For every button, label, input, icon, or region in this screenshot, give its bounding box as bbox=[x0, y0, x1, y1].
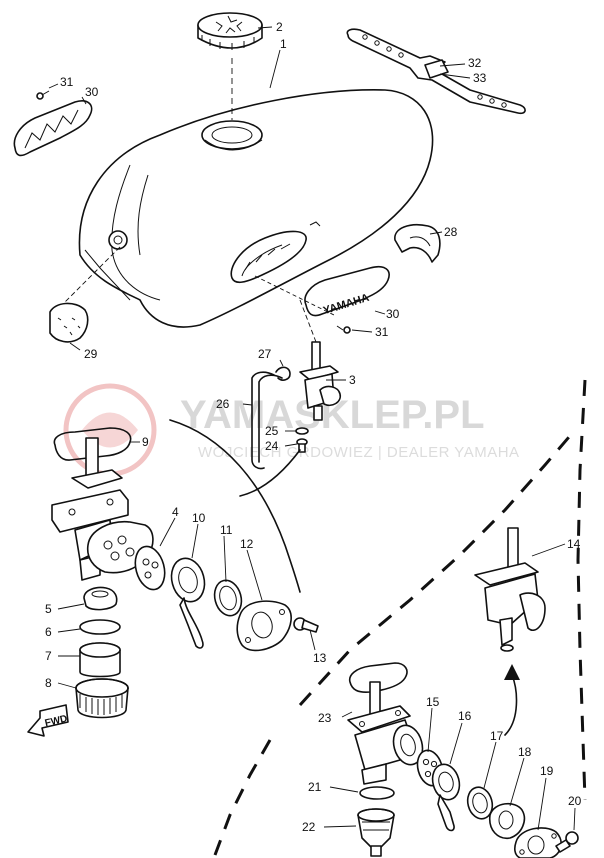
part-label-14: 14 bbox=[567, 537, 581, 551]
part-label-31a: 31 bbox=[60, 75, 74, 89]
part-label-23: 23 bbox=[318, 711, 332, 725]
hose-return-line bbox=[239, 449, 301, 497]
plate-18 bbox=[488, 802, 526, 840]
part-label-10: 10 bbox=[192, 511, 206, 525]
emblem-left bbox=[13, 100, 93, 157]
emblem-right: YAMAHA bbox=[304, 265, 390, 317]
fuel-tank bbox=[78, 89, 434, 328]
fuel-hose-26 bbox=[251, 371, 283, 470]
watermark-dealer: WOJCIECH GRDOWIEZ | DEALER YAMAHA bbox=[198, 444, 520, 461]
part-label-21: 21 bbox=[308, 780, 322, 794]
fwd-arrow-icon: FWD bbox=[27, 704, 69, 737]
o-ring-23 bbox=[348, 662, 408, 693]
fuel-cock-3 bbox=[299, 341, 342, 421]
assembly-arrowhead-icon bbox=[504, 664, 520, 680]
sediment-cup-22 bbox=[357, 808, 395, 857]
part-label-5: 5 bbox=[45, 602, 52, 616]
fuel-cock-assembly-14 bbox=[474, 527, 546, 652]
part-label-18: 18 bbox=[518, 745, 532, 759]
part-label-20: 20 bbox=[568, 794, 582, 808]
hose-clip-27 bbox=[275, 366, 291, 381]
fwd-label: FWD bbox=[44, 713, 69, 729]
lever-plate-19 bbox=[514, 827, 562, 858]
part-label-26: 26 bbox=[216, 397, 230, 411]
leader-lines bbox=[48, 26, 576, 831]
part-label-11: 11 bbox=[220, 523, 233, 537]
part-label-29: 29 bbox=[84, 347, 98, 361]
part-label-12: 12 bbox=[240, 537, 254, 551]
lever-16 bbox=[431, 763, 461, 832]
emblem-screw-right bbox=[336, 325, 351, 334]
part-label-6: 6 bbox=[45, 625, 52, 639]
section-boundary-line bbox=[169, 419, 301, 593]
screw-13 bbox=[293, 617, 319, 633]
part-label-19: 19 bbox=[540, 764, 554, 778]
fuel-cap bbox=[197, 12, 263, 50]
part-label-2: 2 bbox=[276, 20, 283, 34]
fuel-cock-body-right bbox=[347, 681, 424, 785]
part-label-8: 8 bbox=[45, 676, 52, 690]
assembly-arrow bbox=[504, 674, 518, 736]
part-label-7: 7 bbox=[45, 649, 52, 663]
lever-10 bbox=[170, 557, 206, 649]
screw-20 bbox=[555, 831, 579, 853]
lever-plate-12 bbox=[236, 600, 292, 652]
part-label-32: 32 bbox=[468, 56, 482, 70]
part-labels: 2 1 32 33 31 30 28 30 31 29 27 3 26 25 2… bbox=[45, 20, 582, 834]
part-label-30b: 30 bbox=[386, 307, 400, 321]
tank-mount-bracket bbox=[346, 28, 526, 115]
emblem-screw-left bbox=[36, 90, 50, 100]
bolt-24 bbox=[296, 438, 308, 453]
wave-washer-17 bbox=[466, 786, 494, 820]
sediment-bowl-8 bbox=[75, 678, 129, 719]
alt-assembly-boundary bbox=[213, 379, 587, 856]
part-label-31b: 31 bbox=[375, 325, 389, 339]
part-label-28: 28 bbox=[444, 225, 458, 239]
part-label-3: 3 bbox=[349, 373, 356, 387]
part-label-15: 15 bbox=[426, 695, 440, 709]
part-label-24: 24 bbox=[265, 439, 279, 453]
part-label-9: 9 bbox=[142, 435, 149, 449]
gasket-4b bbox=[134, 545, 166, 591]
o-ring-6 bbox=[79, 619, 121, 635]
part-label-27: 27 bbox=[258, 347, 272, 361]
part-label-13: 13 bbox=[313, 651, 327, 665]
part-label-4: 4 bbox=[172, 505, 179, 519]
filter-cup-5 bbox=[83, 586, 118, 611]
wave-washer-11 bbox=[213, 579, 243, 617]
part-label-33: 33 bbox=[473, 71, 487, 85]
washer-25 bbox=[295, 427, 309, 435]
part-label-1: 1 bbox=[280, 37, 287, 51]
part-label-30a: 30 bbox=[85, 85, 99, 99]
rubber-damper-29 bbox=[49, 302, 89, 343]
part-label-16: 16 bbox=[458, 709, 472, 723]
filter-7 bbox=[79, 642, 121, 678]
part-label-25: 25 bbox=[265, 424, 279, 438]
o-ring-21 bbox=[359, 786, 395, 800]
part-label-17: 17 bbox=[490, 729, 504, 743]
part-label-22: 22 bbox=[302, 820, 316, 834]
rubber-cushion-28 bbox=[394, 224, 441, 263]
watermark: YAMASKLEP.PL WOJCIECH GRDOWIEZ | DEALER … bbox=[63, 383, 520, 477]
